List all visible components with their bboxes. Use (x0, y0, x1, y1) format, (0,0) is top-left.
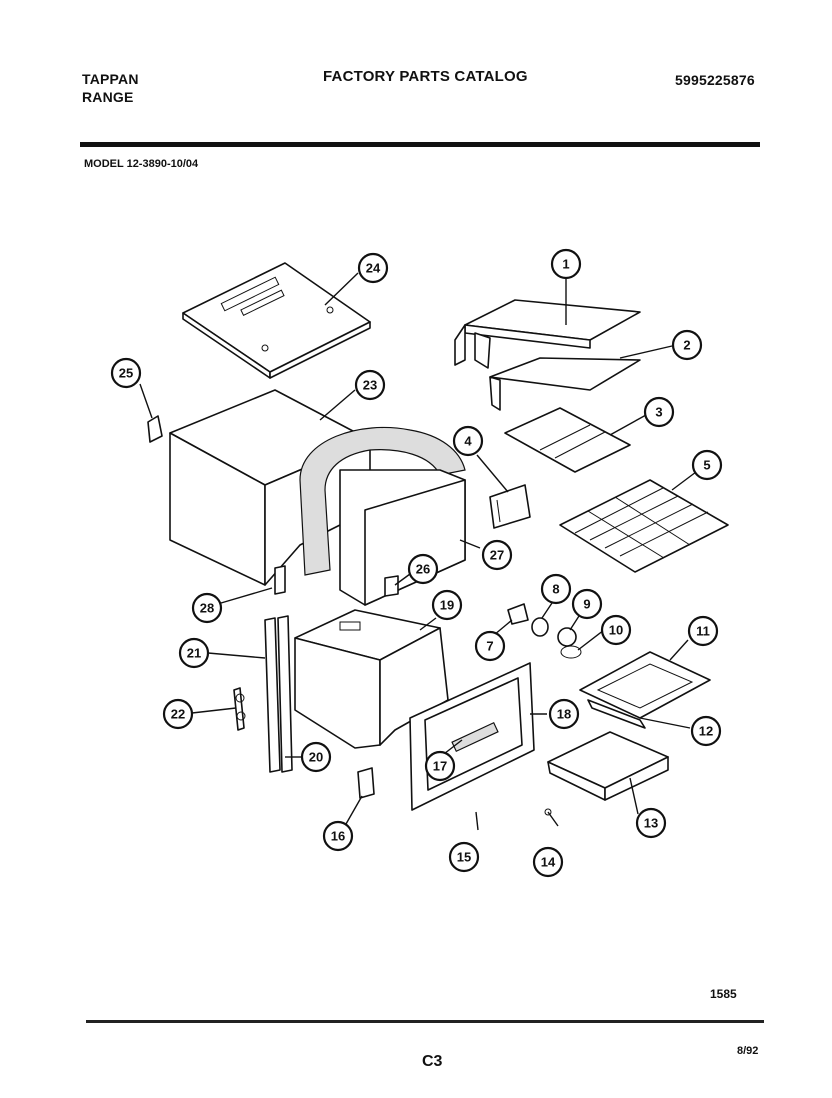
svg-text:18: 18 (557, 707, 571, 722)
part-2-burner-box (489, 357, 641, 411)
callout-5: 5 (691, 449, 723, 481)
svg-text:15: 15 (457, 850, 471, 865)
part-21-strip (264, 615, 293, 773)
callout-10: 10 (600, 614, 632, 646)
brand-line-2: RANGE (82, 89, 134, 105)
callout-23: 23 (354, 369, 386, 401)
part-15-pin (475, 811, 479, 831)
part-24-top-panel (182, 262, 371, 379)
part-13-drawer-pan (547, 731, 669, 801)
svg-text:4: 4 (464, 434, 472, 449)
callout-27: 27 (481, 539, 513, 571)
callout-17: 17 (424, 750, 456, 782)
part-1-cooktop-trim (454, 299, 641, 369)
callout-9: 9 (571, 588, 603, 620)
svg-text:12: 12 (699, 724, 713, 739)
part-5-oven-rack (559, 479, 729, 573)
footer-rule (86, 1020, 764, 1023)
svg-text:23: 23 (363, 378, 377, 393)
page-number: C3 (422, 1053, 443, 1070)
svg-text:1: 1 (562, 257, 569, 272)
part-7-knob (507, 603, 529, 625)
footer-code: 1585 (710, 987, 737, 1001)
brand-block: TAPPAN RANGE (82, 70, 139, 106)
part-16-bracket (357, 767, 375, 799)
part-4-bracket (489, 484, 531, 529)
callout-7: 7 (474, 630, 506, 662)
callout-12: 12 (690, 715, 722, 747)
svg-text:25: 25 (119, 366, 133, 381)
svg-text:11: 11 (696, 624, 710, 639)
footer-date: 8/92 (737, 1045, 759, 1057)
svg-text:27: 27 (490, 548, 504, 563)
part-3-heat-shield (504, 407, 631, 473)
catalog-number: 5995225876 (675, 72, 755, 88)
callout-1: 1 (550, 248, 582, 280)
svg-text:2: 2 (683, 338, 690, 353)
svg-text:16: 16 (331, 829, 345, 844)
part-27-insulation (299, 426, 466, 606)
svg-text:22: 22 (171, 707, 185, 722)
header-rule (80, 142, 760, 147)
part-25-clip (147, 415, 163, 443)
callout-18: 18 (548, 698, 580, 730)
svg-text:26: 26 (416, 562, 430, 577)
svg-text:5: 5 (703, 458, 710, 473)
part-11-broiler-insert (579, 651, 711, 719)
callout-16: 16 (322, 820, 354, 852)
callout-21: 21 (178, 637, 210, 669)
part-28-bracket (274, 565, 286, 595)
part-19-oven-cavity (294, 609, 449, 749)
part-14-screw (544, 808, 559, 827)
model-label: MODEL 12-3890-10/04 (84, 158, 199, 170)
svg-text:3: 3 (655, 405, 662, 420)
part-9-ring (557, 627, 577, 647)
callout-24: 24 (357, 252, 389, 284)
callout-20: 20 (300, 741, 332, 773)
part-8-knob (531, 617, 549, 637)
callout-25: 25 (110, 357, 142, 389)
callout-2: 2 (671, 329, 703, 361)
svg-text:9: 9 (583, 597, 590, 612)
svg-text:17: 17 (433, 759, 447, 774)
callout-3: 3 (643, 396, 675, 428)
svg-text:20: 20 (309, 750, 323, 765)
svg-text:21: 21 (187, 646, 201, 661)
callout-19: 19 (431, 589, 463, 621)
callout-14: 14 (532, 846, 564, 878)
callout-26: 26 (407, 553, 439, 585)
part-26-bracket (384, 575, 399, 597)
callout-13: 13 (635, 807, 667, 839)
svg-text:24: 24 (366, 261, 381, 276)
callout-11: 11 (687, 615, 719, 647)
part-22-hinge (233, 687, 246, 731)
brand-line-1: TAPPAN (82, 71, 139, 87)
part-12-broiler-pan (587, 699, 646, 729)
svg-text:10: 10 (609, 623, 623, 638)
callout-28: 28 (191, 592, 223, 624)
catalog-title: FACTORY PARTS CATALOG (323, 68, 528, 85)
svg-text:7: 7 (486, 639, 493, 654)
callout-8: 8 (540, 573, 572, 605)
svg-text:19: 19 (440, 598, 454, 613)
svg-text:14: 14 (541, 855, 556, 870)
svg-text:8: 8 (552, 582, 559, 597)
svg-text:28: 28 (200, 601, 214, 616)
callout-15: 15 (448, 841, 480, 873)
callout-22: 22 (162, 698, 194, 730)
callout-4: 4 (452, 425, 484, 457)
svg-text:13: 13 (644, 816, 658, 831)
part-10-bezel (560, 645, 582, 659)
